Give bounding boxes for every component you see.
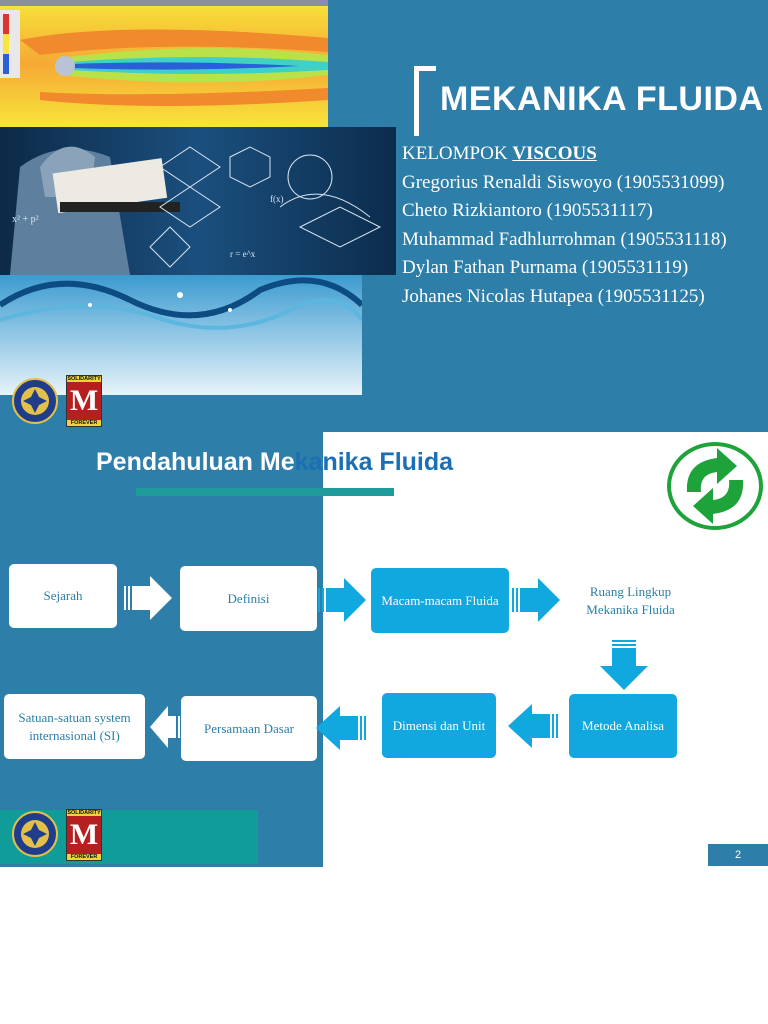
group-line: KELOMPOK VISCOUS — [402, 140, 727, 169]
flow-box-macam-fluida: Macam-macam Fluida — [371, 568, 509, 633]
member-name: Johanes Nicolas Hutapea (1905531125) — [402, 285, 705, 307]
group-name: VISCOUS — [512, 143, 597, 164]
group-prefix: KELOMPOK — [402, 143, 513, 164]
flow-box-dimensi-unit: Dimensi dan Unit — [382, 693, 496, 758]
slide-page-number: 2 — [708, 844, 768, 866]
flow-arrow-icon — [600, 640, 648, 690]
water-splash-image — [0, 275, 362, 395]
formula-text: r = e^x — [230, 249, 256, 259]
university-seal-icon — [11, 810, 59, 858]
slide-title-part2: kanika Fluida — [294, 448, 454, 476]
logo-bottom-text: FOREVER — [70, 420, 98, 426]
flow-arrow-icon — [124, 576, 172, 620]
solidarity-m-logo-icon: SOLIDARITY M FOREVER — [66, 375, 102, 427]
logo-bottom-text: FOREVER — [70, 854, 98, 860]
flow-box-sejarah: Sejarah — [9, 564, 117, 628]
flow-box-ruang-lingkup: Ruang Lingkup Mekanika Fluida — [563, 568, 698, 633]
cfd-simulation-image — [0, 0, 328, 127]
university-seal-icon — [11, 377, 59, 425]
slide-title-part1: Pendahuluan Me — [96, 448, 295, 476]
member-name: Muhammad Fadhlurrohman (1905531118) — [402, 228, 727, 250]
flow-arrow-icon — [512, 578, 560, 622]
title-bracket-decoration — [414, 66, 436, 136]
formula-text: x² + p² — [12, 214, 39, 225]
group-members-list: KELOMPOK VISCOUS Gregorius Renaldi Siswo… — [402, 140, 727, 312]
title-underline — [136, 488, 394, 496]
member-name: Gregorius Renaldi Siswoyo (1905531099) — [402, 171, 725, 193]
logo-letter: M — [67, 816, 101, 854]
flow-arrow-icon — [150, 706, 180, 748]
content-slide: Pendahuluan Mekanika Fluida Sejarah Defi… — [0, 432, 768, 867]
flow-box-metode-analisa: Metode Analisa — [569, 694, 677, 758]
flow-box-satuan-si: Satuan-satuan system internasional (SI) — [4, 694, 145, 759]
slide-title: Pendahuluan Mekanika Fluida — [96, 448, 453, 477]
flow-arrow-icon — [508, 704, 558, 748]
student-with-book-image: x² + p² r = e^x f(x) — [0, 127, 396, 275]
member-name: Cheto Rizkiantoro (1905531117) — [402, 200, 653, 222]
formula-text: f(x) — [270, 194, 284, 204]
solidarity-m-logo-icon: SOLIDARITY M FOREVER — [66, 809, 102, 861]
slide-title: MEKANIKA FLUIDA — [440, 80, 764, 118]
left-blue-panel — [0, 432, 323, 867]
flow-box-persamaan-dasar: Persamaan Dasar — [181, 696, 317, 761]
recycle-arrows-icon — [665, 440, 765, 532]
logo-top-text: SOLIDARITY — [67, 376, 101, 382]
member-name: Dylan Fathan Purnama (1905531119) — [402, 257, 689, 279]
title-slide: x² + p² r = e^x f(x) — [0, 0, 768, 432]
logo-letter: M — [67, 382, 101, 420]
logo-top-text: SOLIDARITY — [67, 810, 101, 816]
flow-arrow-icon — [316, 706, 366, 750]
flow-arrow-icon — [318, 578, 366, 622]
flow-box-definisi: Definisi — [180, 566, 317, 631]
